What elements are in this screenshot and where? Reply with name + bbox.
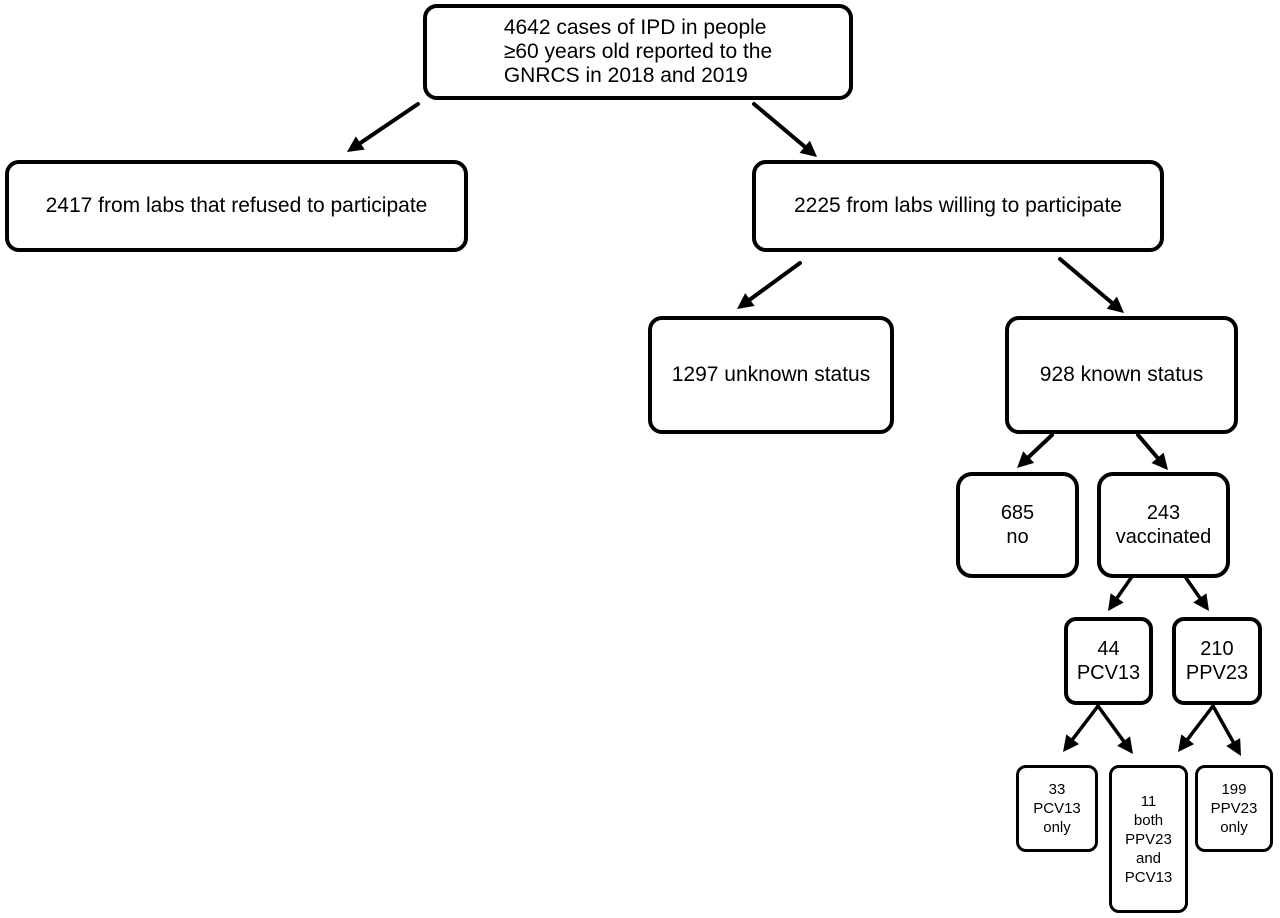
arrow-total-to-refused <box>347 102 420 152</box>
arrow-willing-to-known <box>1058 257 1124 313</box>
node-labs-willing-label: 2225 from labs willing to participate <box>793 194 1122 217</box>
node-ppv23-only: 199 PPV23 only <box>1195 765 1273 852</box>
node-pcv13: 44 PCV13 <box>1064 617 1153 705</box>
node-not-vaccinated: 685 no <box>956 472 1079 578</box>
arrow-vaccinated-to-ppv23 <box>1184 576 1209 611</box>
arrow-known-to-vaccinated <box>1136 433 1168 470</box>
arrow-known-to-no <box>1017 433 1054 468</box>
node-labs-refused: 2417 from labs that refused to participa… <box>5 160 468 252</box>
arrow-willing-to-unknown <box>737 261 802 309</box>
node-unknown-status: 1297 unknown status <box>648 316 894 434</box>
node-total-cases: 4642 cases of IPD in people ≥60 years ol… <box>423 4 853 100</box>
arrow-pcv13-to-pcv13-only <box>1063 704 1100 752</box>
node-known-status-label: 928 known status <box>1039 363 1204 386</box>
node-ppv23-label: 210 PPV23 <box>1185 638 1249 684</box>
arrow-vaccinated-to-pcv13 <box>1108 576 1133 611</box>
node-both-vaccines: 11 both PPV23 and PCV13 <box>1109 765 1188 913</box>
node-unknown-status-label: 1297 unknown status <box>671 363 871 386</box>
node-not-vaccinated-label: 685 no <box>1000 502 1035 548</box>
node-known-status: 928 known status <box>1005 316 1238 434</box>
arrow-pcv13-to-both <box>1096 704 1133 754</box>
node-total-cases-label: 4642 cases of IPD in people ≥60 years ol… <box>503 16 773 87</box>
node-labs-willing: 2225 from labs willing to participate <box>752 160 1164 252</box>
node-pcv13-label: 44 PCV13 <box>1076 638 1141 684</box>
node-both-vaccines-label: 11 both PPV23 and PCV13 <box>1124 792 1173 886</box>
node-pcv13-only: 33 PCV13 only <box>1016 765 1098 852</box>
arrow-ppv23-to-ppv23-only <box>1211 704 1241 756</box>
node-labs-refused-label: 2417 from labs that refused to participa… <box>45 194 428 217</box>
arrow-total-to-willing <box>752 102 817 157</box>
node-ppv23: 210 PPV23 <box>1172 617 1262 705</box>
node-pcv13-only-label: 33 PCV13 only <box>1033 781 1081 836</box>
node-vaccinated: 243 vaccinated <box>1097 472 1230 578</box>
node-vaccinated-label: 243 vaccinated <box>1115 502 1212 548</box>
arrow-ppv23-to-both <box>1178 704 1215 752</box>
node-ppv23-only-label: 199 PPV23 only <box>1210 781 1258 836</box>
